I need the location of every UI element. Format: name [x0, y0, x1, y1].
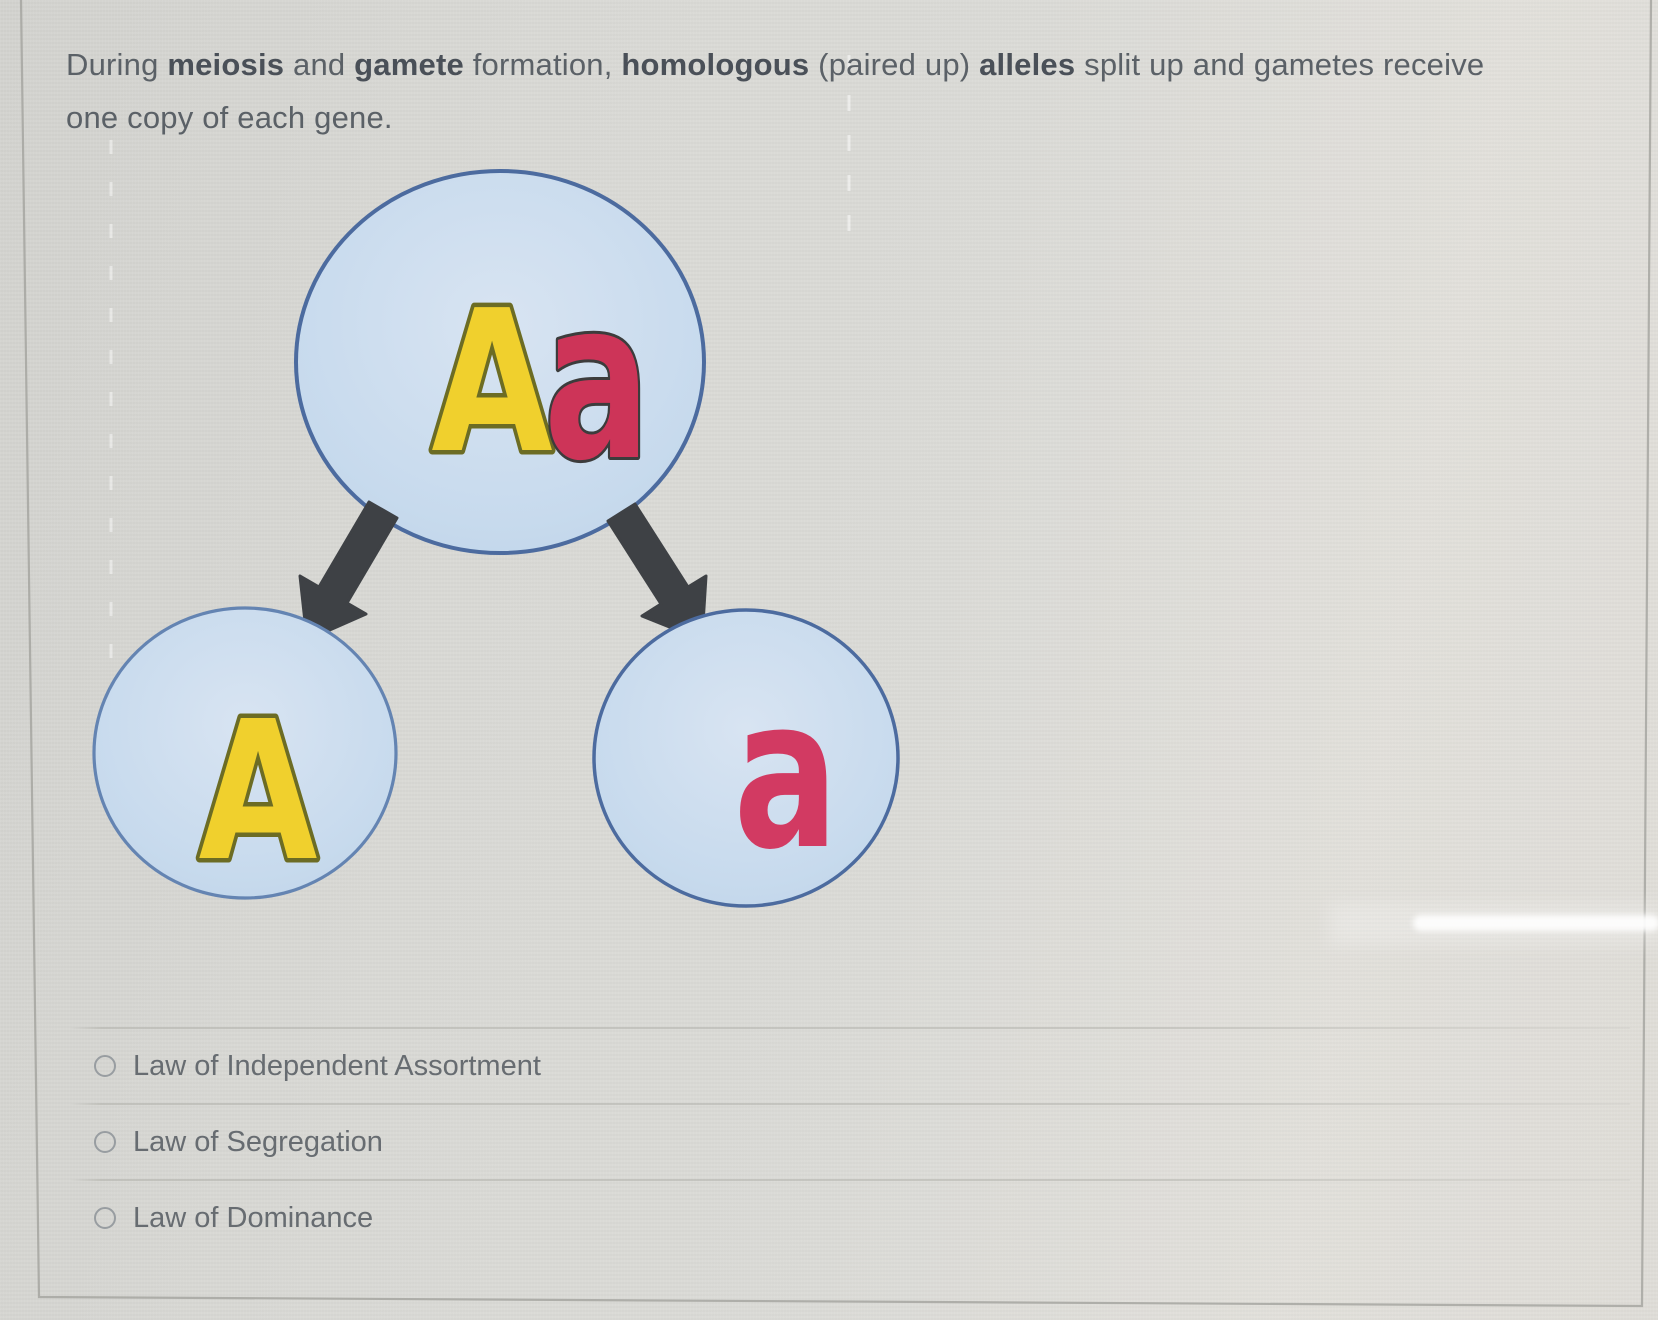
screen-glare	[1413, 915, 1658, 931]
gamete-cell-left-circle	[92, 606, 398, 900]
answer-option-dominance[interactable]: Law of Dominance	[70, 1179, 1630, 1256]
parent-allele-recessive: a	[544, 254, 651, 510]
segregation-arrow-right	[606, 502, 708, 642]
gamete-cell-right-circle	[592, 608, 900, 908]
answer-label[interactable]: Law of Independent Assortment	[133, 1049, 541, 1082]
answer-option-independent-assortment[interactable]: Law of Independent Assortment	[70, 1027, 1630, 1104]
answer-option-segregation[interactable]: Law of Segregation	[70, 1103, 1630, 1180]
radio-dominance[interactable]	[94, 1207, 116, 1229]
radio-independent-assortment[interactable]	[94, 1055, 116, 1077]
answer-label[interactable]: Law of Segregation	[133, 1125, 383, 1158]
gamete-left-allele: A	[199, 681, 318, 904]
gamete-right-allele: a	[733, 654, 838, 896]
radio-segregation[interactable]	[94, 1131, 116, 1153]
parent-cell-circle	[294, 169, 706, 555]
question-text: During meiosis and gamete formation, hom…	[66, 47, 1485, 135]
answer-label[interactable]: Law of Dominance	[133, 1201, 374, 1234]
segregation-arrow-left	[298, 500, 399, 642]
answers-section: Law of Independent Assortment Law of Seg…	[70, 1027, 1630, 1256]
card-border	[19, 0, 1653, 1308]
parent-allele-dominant: A	[431, 268, 552, 497]
